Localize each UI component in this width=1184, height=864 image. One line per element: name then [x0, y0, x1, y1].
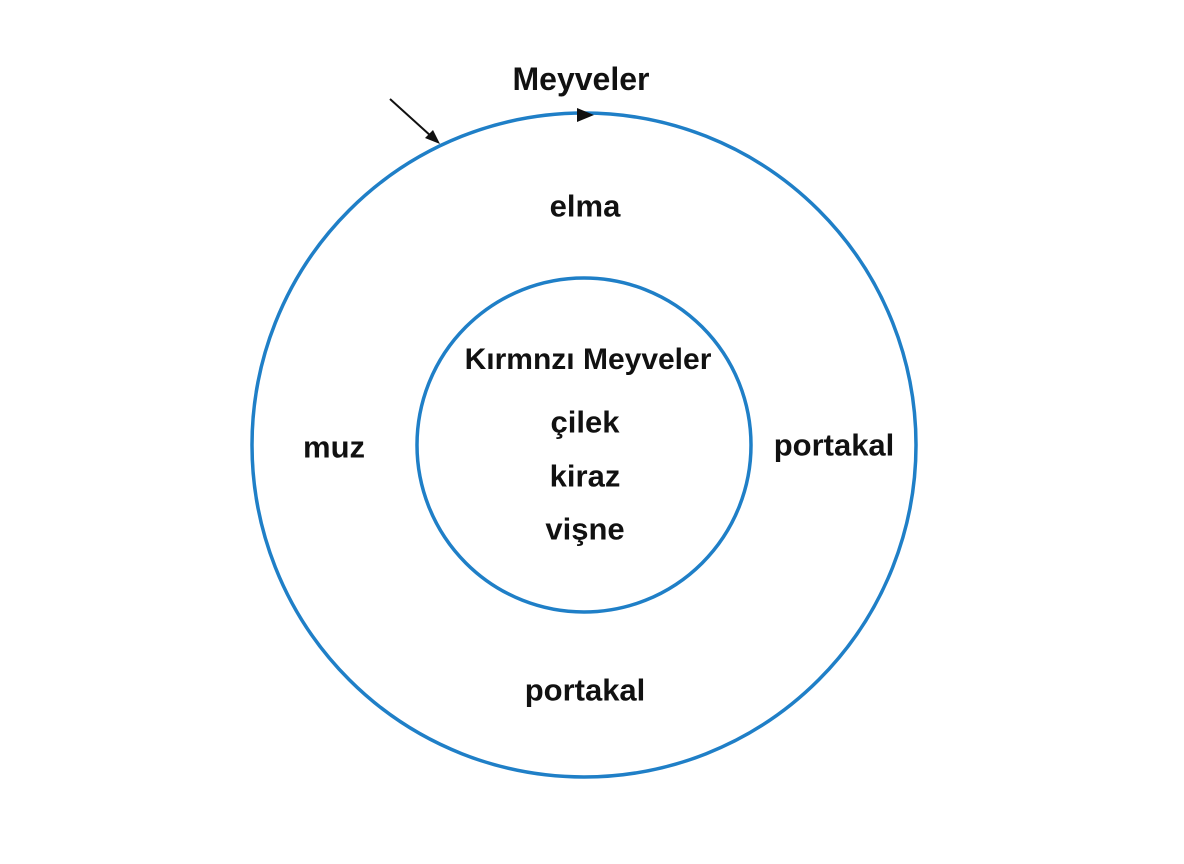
outer-set-title: Meyveler [512, 61, 650, 97]
inner-member: çilek [550, 404, 620, 440]
direction-arrowhead-icon [577, 108, 594, 122]
outer-member-right: portakal [773, 427, 895, 463]
inner-member: kiraz [549, 458, 621, 494]
inner-member: vişne [545, 511, 625, 547]
inner-set-circle [415, 276, 753, 614]
outer-member-left: muz [303, 429, 365, 465]
outer-member-bottom: portakal [524, 672, 646, 708]
pointer-arrow-icon [389, 98, 440, 144]
outer-member-top: elma [549, 188, 621, 224]
inner-set-title: Kırmnzı Meyveler [464, 343, 712, 376]
